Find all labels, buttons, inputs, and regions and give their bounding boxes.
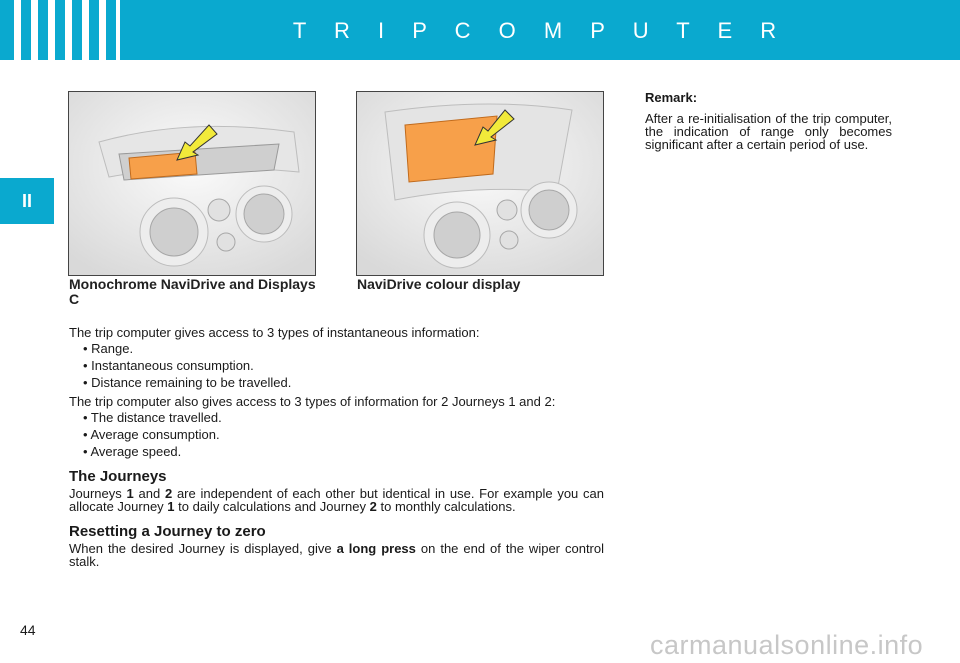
remark-title: Remark:: [645, 90, 698, 105]
remark-box: Remark: After a re-initialisation of the…: [645, 91, 892, 154]
journeys-paragraph: Journeys 1 and 2 are independent of each…: [69, 486, 604, 514]
header-stripe: [82, 0, 89, 60]
list-item: • Instantaneous consumption.: [83, 358, 254, 373]
dashboard-monochrome-image: [68, 91, 316, 276]
main-text: The trip computer gives access to 3 type…: [69, 326, 604, 571]
intro-paragraph-2: The trip computer also gives access to 3…: [69, 394, 556, 409]
reset-paragraph: When the desired Journey is displayed, g…: [69, 541, 604, 569]
list-item: • Average consumption.: [83, 427, 220, 442]
list-item: • Distance remaining to be travelled.: [83, 375, 292, 390]
section-tab: II: [0, 178, 54, 224]
list-item: • Average speed.: [83, 444, 182, 459]
image-caption-right: NaviDrive colour display: [357, 276, 521, 292]
header-stripe: [99, 0, 106, 60]
watermark-text: carmanualsonline.info: [650, 630, 924, 660]
header-stripe: [31, 0, 38, 60]
dashboard-colour-image: [356, 91, 604, 276]
header-stripe: [116, 0, 120, 60]
header-stripe: [48, 0, 55, 60]
header-bar: T R I P C O M P U T E R: [0, 0, 960, 60]
header-stripe: [14, 0, 21, 60]
image-caption-left: Monochrome NaviDrive and Displays C: [69, 276, 316, 307]
list-item: • The distance travelled.: [83, 410, 222, 425]
reset-heading: Resetting a Journey to zero: [69, 523, 266, 540]
intro-paragraph-1: The trip computer gives access to 3 type…: [69, 325, 480, 340]
header-stripe: [65, 0, 72, 60]
page-number: 44: [20, 622, 36, 638]
remark-text: After a re-initialisation of the trip co…: [645, 111, 892, 152]
page-title: T R I P C O M P U T E R: [292, 18, 788, 43]
list-item: • Range.: [83, 341, 134, 356]
journeys-heading: The Journeys: [69, 468, 167, 485]
